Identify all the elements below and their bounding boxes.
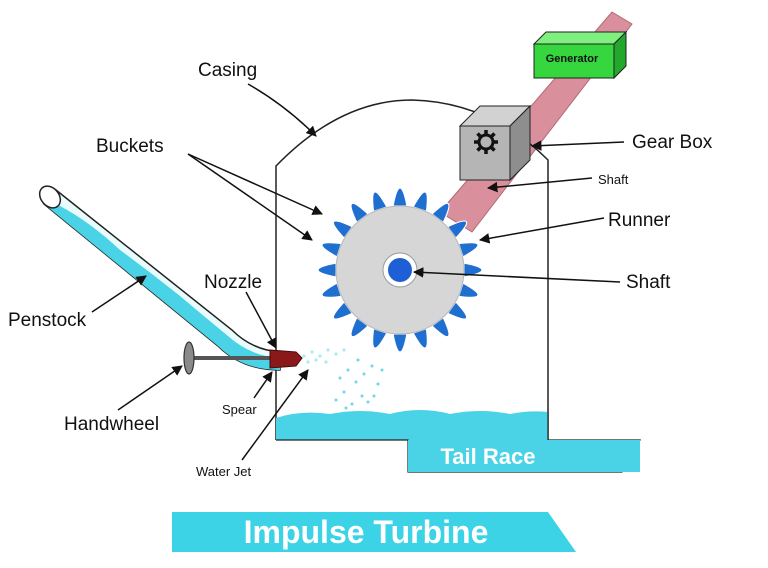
- falling-water: [334, 358, 384, 410]
- title-band: [172, 512, 576, 552]
- casing-label: Casing: [198, 60, 257, 81]
- water-jet-label: Water Jet: [196, 464, 252, 479]
- shaft-upper-label: Shaft: [598, 172, 629, 187]
- runner-label: Runner: [608, 210, 671, 231]
- gear-box-label: Gear Box: [632, 132, 713, 153]
- gear-box: [458, 104, 532, 182]
- penstock-pipe: [38, 185, 281, 371]
- pointer-lines: [91, 83, 625, 461]
- generator-label: Generator: [546, 53, 599, 65]
- tail-race-band: [408, 440, 640, 472]
- gear-icon: [474, 130, 498, 154]
- handwheel-assembly: [183, 341, 282, 375]
- water-jet-spray: [302, 348, 346, 364]
- water-pool: [276, 410, 548, 440]
- handwheel-label: Handwheel: [64, 414, 159, 435]
- buckets-label: Buckets: [96, 136, 164, 157]
- title: Impulse Turbine: [244, 514, 489, 550]
- generator: [532, 30, 628, 80]
- shaft-lower-label: Shaft: [626, 272, 671, 293]
- penstock-label: Penstock: [8, 310, 87, 331]
- shaft-hub: [388, 258, 412, 282]
- nozzle-label: Nozzle: [204, 272, 262, 293]
- spear-label: Spear: [222, 402, 257, 417]
- tail-race-label: Tail Race: [441, 444, 536, 469]
- nozzle: [269, 349, 303, 369]
